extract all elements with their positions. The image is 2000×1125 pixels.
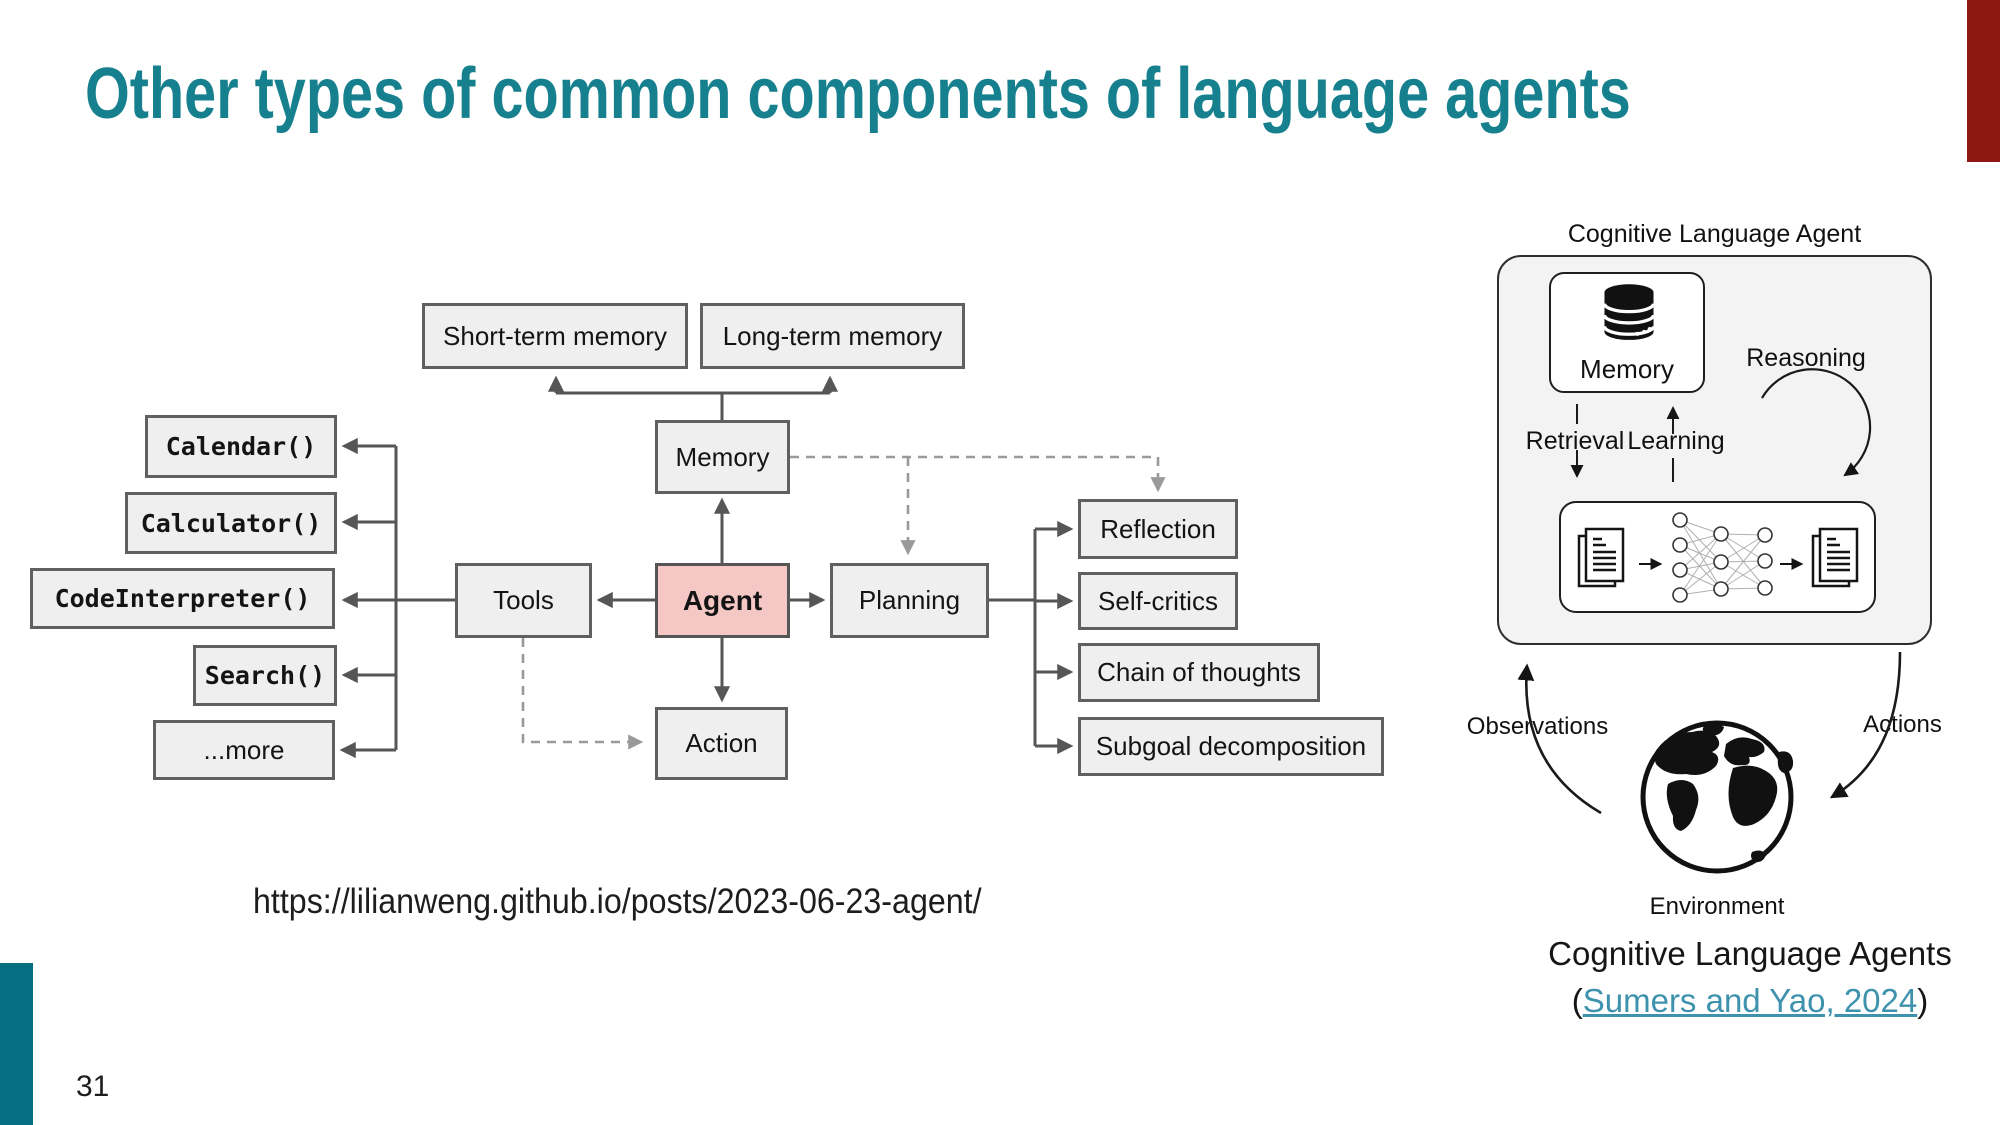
actions-label: Actions xyxy=(1863,711,1942,738)
environment-label: Environment xyxy=(1649,893,1785,920)
document-stack-icon-right xyxy=(1811,527,1859,588)
box-short-term-memory: Short-term memory xyxy=(422,303,688,369)
page-title: Other types of common components of lang… xyxy=(85,54,1631,134)
neural-network-icon xyxy=(1577,512,1859,603)
citation-caption: Cognitive Language Agents (Sumers and Ya… xyxy=(1500,930,2000,1024)
citation-link[interactable]: Sumers and Yao, 2024 xyxy=(1582,982,1918,1019)
box-search: Search() xyxy=(193,645,337,706)
box-calendar: Calendar() xyxy=(145,415,337,478)
box-action: Action xyxy=(655,707,788,780)
box-chain-of-thoughts: Chain of thoughts xyxy=(1078,643,1320,702)
box-memory: Memory xyxy=(655,420,790,494)
retrieval-label: Retrieval xyxy=(1525,427,1625,455)
cognitive-memory-box: Memory xyxy=(1549,272,1705,393)
sidebar-accent-bar xyxy=(0,963,33,1125)
source-url-text: https://lilianweng.github.io/posts/2023-… xyxy=(253,882,982,921)
cognitive-memory-label: Memory xyxy=(1580,354,1674,384)
box-long-term-memory: Long-term memory xyxy=(700,303,965,369)
caption-line1: Cognitive Language Agents xyxy=(1548,935,1952,972)
box-self-critics: Self-critics xyxy=(1078,572,1238,630)
learning-label: Learning xyxy=(1627,427,1725,455)
document-stack-icon-left xyxy=(1577,527,1625,588)
box-code-interpreter: CodeInterpreter() xyxy=(30,568,335,629)
box-more-tools: ...more xyxy=(153,720,335,780)
box-reflection: Reflection xyxy=(1078,499,1238,559)
database-icon xyxy=(1602,284,1656,340)
caption-line2: (Sumers and Yao, 2024) xyxy=(1571,982,1929,1019)
box-planning: Planning xyxy=(830,563,989,638)
cognitive-diagram-title: Cognitive Language Agent xyxy=(1567,220,1862,248)
processing-box xyxy=(1559,501,1876,613)
reasoning-label: Reasoning xyxy=(1746,344,1866,372)
page-number: 31 xyxy=(76,1070,110,1103)
box-calculator: Calculator() xyxy=(125,492,337,554)
box-subgoal-decomposition: Subgoal decomposition xyxy=(1078,717,1384,776)
box-tools: Tools xyxy=(455,563,592,638)
corner-accent-bar xyxy=(1967,0,2000,162)
globe-icon xyxy=(1640,720,1794,874)
box-agent: Agent xyxy=(655,563,790,638)
observations-label: Observations xyxy=(1466,713,1609,740)
